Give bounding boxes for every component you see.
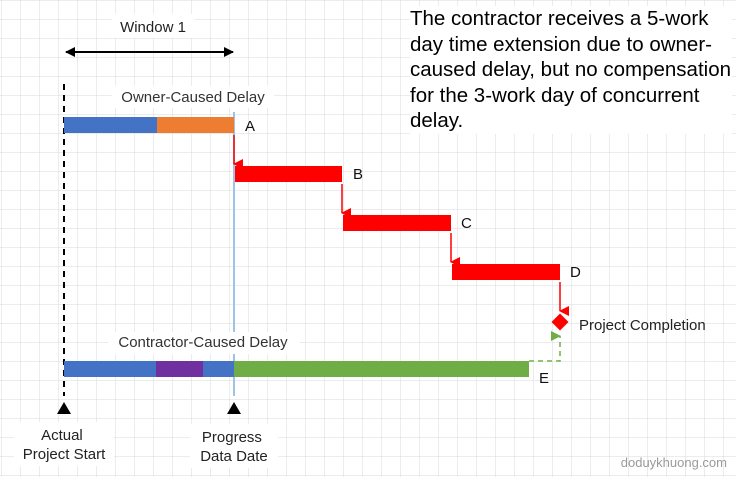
activity-e-baseline-bar-2 bbox=[203, 361, 234, 377]
start-label-bg bbox=[14, 422, 114, 466]
explanation-note: The contractor receives a 5-work day tim… bbox=[410, 6, 732, 134]
window-label: Window 1 bbox=[120, 19, 186, 36]
activity-c-label: C bbox=[461, 215, 472, 232]
activity-b-bar bbox=[235, 166, 342, 182]
activity-e-baseline-bar bbox=[64, 361, 156, 377]
data-date-marker-icon bbox=[227, 402, 241, 414]
watermark: doduykhuong.com bbox=[621, 455, 727, 470]
contractor-delay-label: Contractor-Caused Delay bbox=[118, 334, 288, 351]
activity-e-label: E bbox=[539, 370, 549, 387]
activity-e-concurrent-delay-bar bbox=[156, 361, 203, 377]
activity-a-owner-delay-bar bbox=[157, 117, 234, 133]
data-date-label: Progress Data Date bbox=[200, 429, 268, 465]
activity-c-bar bbox=[343, 215, 451, 231]
project-start-label: Actual Project Start bbox=[23, 427, 106, 463]
link-e-completion bbox=[529, 331, 561, 362]
activity-e-progress-bar bbox=[234, 361, 529, 377]
activity-b-label: B bbox=[353, 166, 363, 183]
data-date-label-bg bbox=[190, 424, 278, 468]
owner-delay-label-bg bbox=[112, 86, 274, 108]
project-start-marker-icon bbox=[57, 402, 71, 414]
activity-d-label: D bbox=[570, 264, 581, 281]
project-completion-label: Project Completion bbox=[579, 317, 706, 334]
project-completion-milestone bbox=[551, 313, 569, 331]
contractor-delay-label-bg bbox=[108, 332, 300, 354]
activity-a-label: A bbox=[245, 118, 255, 135]
activity-d-bar bbox=[452, 264, 560, 280]
activity-a-baseline-bar bbox=[64, 117, 157, 133]
owner-delay-label: Owner-Caused Delay bbox=[121, 89, 265, 106]
window-label-bg bbox=[112, 14, 194, 38]
